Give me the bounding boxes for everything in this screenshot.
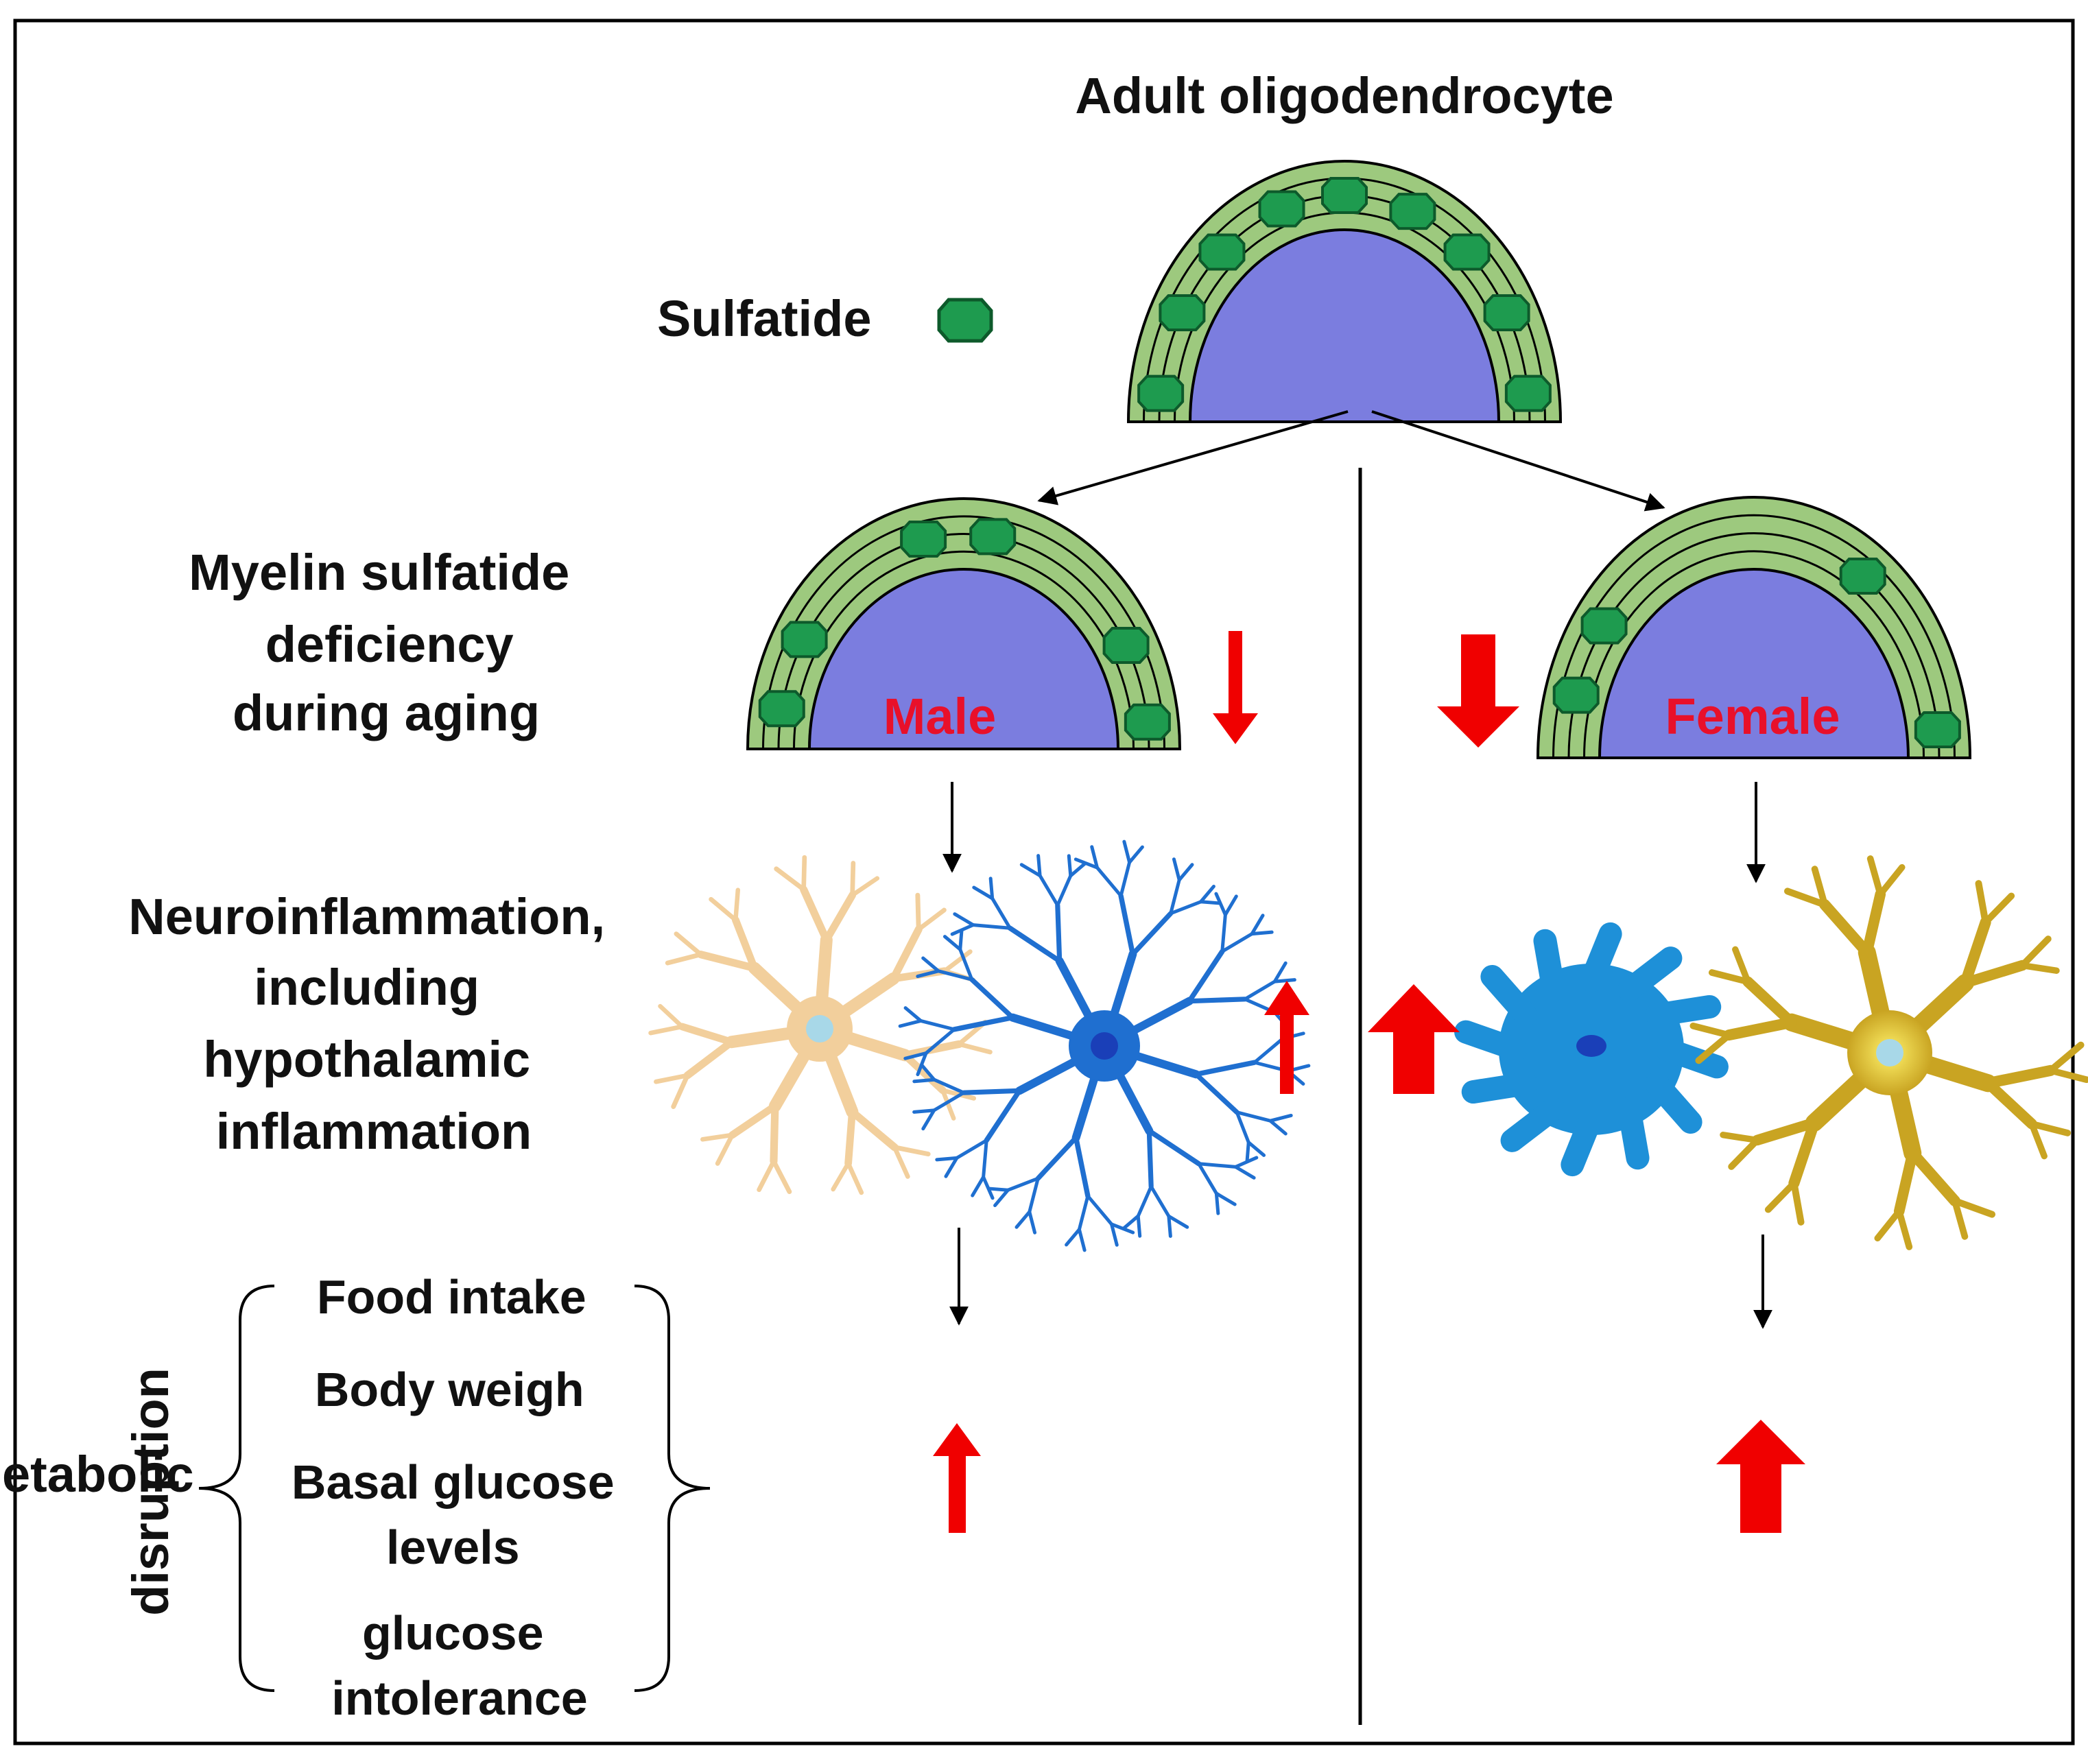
sulfatide-dot xyxy=(1580,607,1628,645)
male-label: Male xyxy=(883,688,997,745)
male-deficiency-down-arrow xyxy=(1213,631,1258,744)
sulfatide-dot xyxy=(1389,193,1436,230)
inflammation-line-4: inflammation xyxy=(216,1103,532,1160)
sulfatide-dot xyxy=(900,521,947,558)
sulfatide-dot xyxy=(1552,676,1600,714)
sulfatide-dot xyxy=(1914,711,1961,748)
female-inflammation-up-arrow xyxy=(1368,984,1460,1094)
metabolic-line-2: disruption xyxy=(122,1368,179,1616)
oligodendrocyte-top-icon xyxy=(1126,160,1563,423)
sulfatide-dot xyxy=(1159,294,1206,332)
sulfatide-dot xyxy=(1137,374,1185,412)
item-glucose-intolerance-1: glucose xyxy=(362,1606,544,1660)
deficiency-label: Myelin sulfatide deficiency during aging xyxy=(189,544,584,741)
item-glucose-intolerance-2: intolerance xyxy=(331,1671,587,1725)
sulfatide-icon xyxy=(937,298,993,343)
sulfatide-dot xyxy=(1839,558,1886,595)
inflammation-line-1: Neuroinflammation, xyxy=(128,888,605,945)
male-inflammation-up-arrow xyxy=(1264,981,1309,1094)
item-food-intake: Food intake xyxy=(317,1270,586,1324)
sulfatide-dot xyxy=(969,518,1017,556)
sulfatide-dot xyxy=(1321,177,1368,214)
inflammation-line-2: including xyxy=(254,959,479,1016)
diagram-title: Adult oligodendrocyte xyxy=(1075,67,1613,124)
inflammation-line-3: hypothalamic xyxy=(203,1031,530,1088)
metabolic-line-1: Metabolic xyxy=(0,1446,194,1503)
female-metabolic-up-arrow xyxy=(1716,1420,1805,1533)
oligodendrocyte-female-icon xyxy=(1536,496,1972,759)
sulfatide-dot xyxy=(1198,233,1246,271)
astrocyte-icon xyxy=(648,855,993,1195)
female-deficiency-down-arrow xyxy=(1437,634,1519,748)
reactive-astrocyte-icon xyxy=(1689,855,2088,1250)
sulfatide-dot xyxy=(1102,626,1150,664)
metabolic-disruption-label: Metabolic xyxy=(0,1446,194,1503)
activated-microglia-icon xyxy=(1454,922,1729,1177)
sulfatide-dot xyxy=(1124,703,1171,741)
sulfatide-dot xyxy=(1443,233,1491,271)
sulfatide-dot xyxy=(1504,374,1552,412)
sulfatide-dot xyxy=(758,690,805,728)
microglia-icon xyxy=(898,839,1311,1252)
oligodendrocyte-male-icon xyxy=(746,497,1182,750)
deficiency-line-3: during aging xyxy=(233,684,540,741)
branch-arrow-male xyxy=(1037,410,1349,505)
male-metabolic-up-arrow xyxy=(933,1423,981,1533)
legend-sulfatide-label: Sulfatide xyxy=(657,290,871,347)
item-body-weigh: Body weigh xyxy=(315,1363,584,1416)
right-brace xyxy=(634,1285,711,1692)
sulfatide-dot xyxy=(781,621,828,658)
metabolic-items: Food intake Body weigh Basal glucose lev… xyxy=(292,1270,628,1725)
sulfatide-dot xyxy=(1483,294,1530,332)
deficiency-line-2: deficiency xyxy=(265,616,514,673)
female-label: Female xyxy=(1665,688,1840,745)
item-basal-glucose-2: levels xyxy=(386,1521,520,1574)
sulfatide-dot xyxy=(1258,190,1305,228)
branch-arrow-female xyxy=(1371,410,1665,512)
item-basal-glucose-1: Basal glucose xyxy=(292,1455,615,1509)
metabolic-disruption-label-2: disruption xyxy=(122,1368,179,1616)
deficiency-line-1: Myelin sulfatide xyxy=(189,544,569,601)
inflammation-label: Neuroinflammation, including hypothalami… xyxy=(128,888,619,1160)
